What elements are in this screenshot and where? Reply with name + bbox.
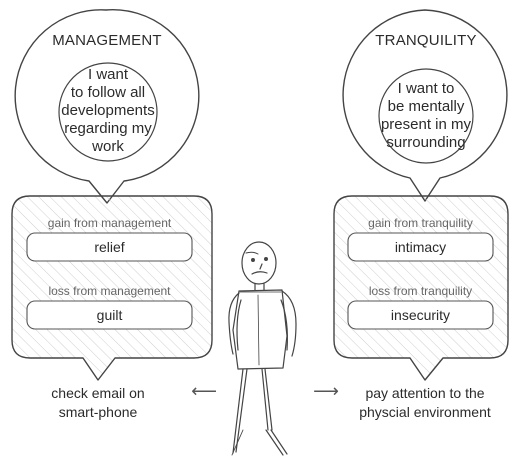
left-wish-line: I want: [87, 66, 129, 83]
right-wish-line: I want to: [397, 80, 455, 97]
right-speech-bubble: [342, 9, 508, 202]
confused-person-icon: [228, 241, 297, 456]
right-action: pay attention to the physcial environmen…: [340, 384, 510, 422]
right-action-line: pay attention to the: [365, 385, 485, 401]
right-loss-pill: [347, 300, 494, 330]
right-loss-label: loss from tranquility: [368, 284, 473, 298]
left-gain-label: gain from management: [47, 216, 172, 230]
left-action: check email on smart-phone: [18, 384, 178, 422]
right-gain-pill: [347, 232, 494, 262]
left-action-line: smart-phone: [58, 404, 138, 420]
right-wish-line: present in my: [380, 116, 472, 133]
left-wish-line: work: [92, 138, 124, 155]
left-action-line: check email on: [51, 385, 145, 401]
left-tradeoff-box: [11, 195, 213, 381]
left-bubble-title: MANAGEMENT: [52, 32, 162, 49]
left-wish-line: regarding my: [64, 120, 152, 137]
left-arrow-icon: ⟵: [191, 381, 217, 401]
right-loss-value: insecurity: [390, 307, 451, 323]
left-wish-text: I want to follow all developments regard…: [58, 66, 158, 156]
left-gain-pill: [26, 232, 193, 262]
left-loss-value: guilt: [96, 307, 123, 323]
right-wish-text: I want to be mentally present in my surr…: [374, 80, 478, 152]
left-speech-bubble: [14, 9, 200, 204]
left-wish-circle: [58, 62, 158, 162]
right-arrow-icon: ⟶: [313, 381, 339, 401]
left-wish-line: to follow all: [70, 84, 146, 101]
right-tradeoff-box: [333, 195, 509, 381]
right-wish-circle: [378, 68, 474, 164]
left-gain-value: relief: [94, 239, 125, 255]
right-action-line: physcial environment: [359, 404, 491, 420]
right-wish-line: surrounding: [386, 134, 466, 151]
right-gain-value: intimacy: [394, 239, 447, 255]
left-loss-label: loss from management: [48, 284, 171, 298]
right-bubble-title: TRANQUILITY: [375, 32, 477, 49]
right-wish-line: be mentally: [387, 98, 465, 115]
left-loss-pill: [26, 300, 193, 330]
left-wish-line: developments: [61, 102, 155, 119]
right-gain-label: gain from tranquility: [368, 216, 473, 230]
